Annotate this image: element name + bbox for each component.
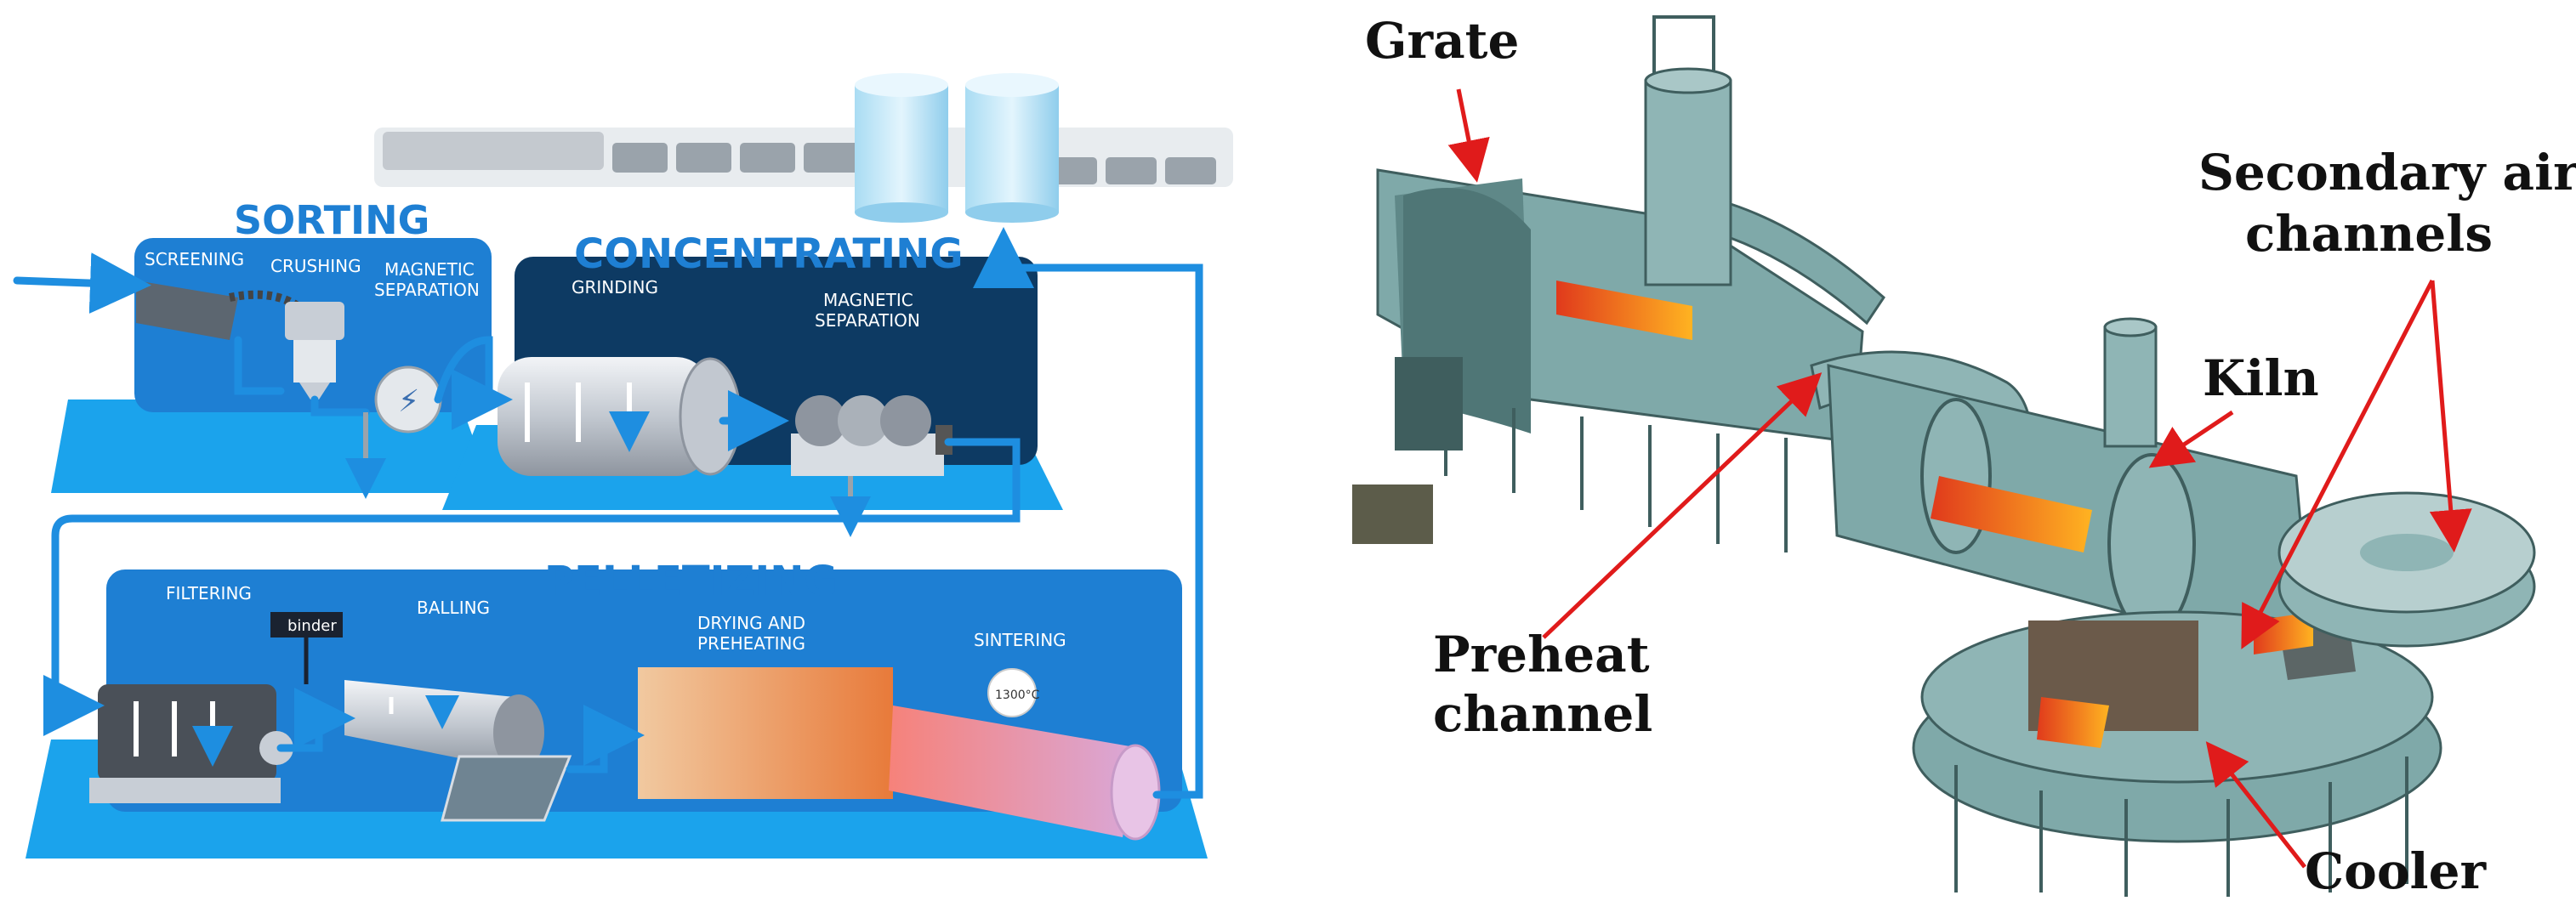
secondary-air-line1: Secondary air — [2198, 144, 2576, 201]
mag-sep-2-line1: MAGNETIC — [823, 290, 913, 310]
preheat-arrow — [1542, 372, 1823, 639]
secondary-air-arrow-2 — [2429, 280, 2472, 552]
flow-pipes — [13, 227, 1203, 799]
right-grate-kiln-diagram: Grate Secondary air channels Kiln Prehea… — [1352, 12, 2576, 900]
grinding-label: GRINDING — [571, 277, 658, 298]
crushing-label: CRUSHING — [270, 256, 361, 276]
binder-label: binder — [287, 617, 337, 635]
callout-arrows — [1447, 88, 2472, 869]
balling-drum — [344, 680, 544, 771]
duct-pipe — [1729, 201, 1885, 326]
drying-line2: PREHEATING — [697, 633, 805, 654]
secondary-air-arrow-1 — [2241, 279, 2435, 649]
grate-label: Grate — [1365, 12, 1519, 70]
sintering-label: SINTERING — [974, 630, 1066, 650]
drying-preheating-label: DRYING AND PREHEATING — [697, 613, 810, 654]
mag-sep-2-line2: SEPARATION — [815, 310, 920, 331]
svg-text:⚡: ⚡ — [398, 384, 419, 419]
balling-label: BALLING — [417, 598, 490, 618]
grate-arrow — [1447, 88, 1490, 183]
sorting-title: SORTING — [234, 197, 429, 243]
grate-machine — [1352, 168, 1864, 552]
secondary-air-line2: channels — [2245, 205, 2493, 263]
temperature-label: 1300°C — [995, 688, 1040, 702]
mag-sep-1-line2: SEPARATION — [374, 280, 480, 300]
storage-silo-1 — [855, 73, 948, 223]
mag-sep-1-line1: MAGNETIC — [384, 259, 475, 280]
kiln-arrow — [2148, 410, 2234, 468]
drying-line1: DRYING AND — [697, 613, 805, 633]
dryer-preheater — [638, 667, 893, 799]
magnetic-separation-1-label: MAGNETIC SEPARATION — [374, 259, 480, 300]
storage-silo-2 — [965, 73, 1059, 223]
preheat-line2: channel — [1433, 685, 1652, 743]
train-wagon — [383, 132, 604, 170]
magnetic-separator-1: ⚡ — [374, 366, 442, 434]
filter-drum — [89, 684, 293, 803]
green-pellets — [441, 755, 572, 822]
secondary-air-disk — [2277, 491, 2536, 648]
ore-carts — [612, 143, 1216, 184]
screening-label: SCREENING — [145, 249, 244, 269]
sintering-kiln: 1300°C — [889, 668, 1161, 841]
screening-machine — [136, 280, 238, 340]
cooler-label: Cooler — [2305, 842, 2487, 900]
secondary-air-label: Secondary air channels — [2198, 144, 2576, 263]
kiln-label: Kiln — [2203, 349, 2319, 407]
pelletizing-title: PELLETIZING — [544, 558, 838, 605]
binder-box — [270, 612, 343, 638]
kiln-body — [1827, 364, 2315, 666]
concentrating-title: CONCENTRATING — [574, 230, 964, 278]
left-pelletizing-diagram: SORTING SCREENING CRUSHING MAGNETIC SEPA… — [13, 73, 1233, 858]
waste-outflows — [345, 412, 871, 537]
magnetic-separator-2 — [791, 395, 952, 476]
magnetic-separation-2-label: MAGNETIC SEPARATION — [815, 290, 920, 331]
filtering-label: FILTERING — [166, 583, 252, 604]
preheat-line1: Preheat — [1433, 626, 1650, 683]
exhaust-tower — [1644, 15, 1732, 286]
kiln-stack — [2103, 317, 2158, 448]
preheat-channel-label: Preheat channel — [1433, 626, 1667, 743]
cooler-arrow — [2205, 741, 2306, 869]
ore-stream — [229, 290, 300, 310]
crusher — [285, 302, 344, 400]
grinding-mill — [498, 357, 742, 476]
